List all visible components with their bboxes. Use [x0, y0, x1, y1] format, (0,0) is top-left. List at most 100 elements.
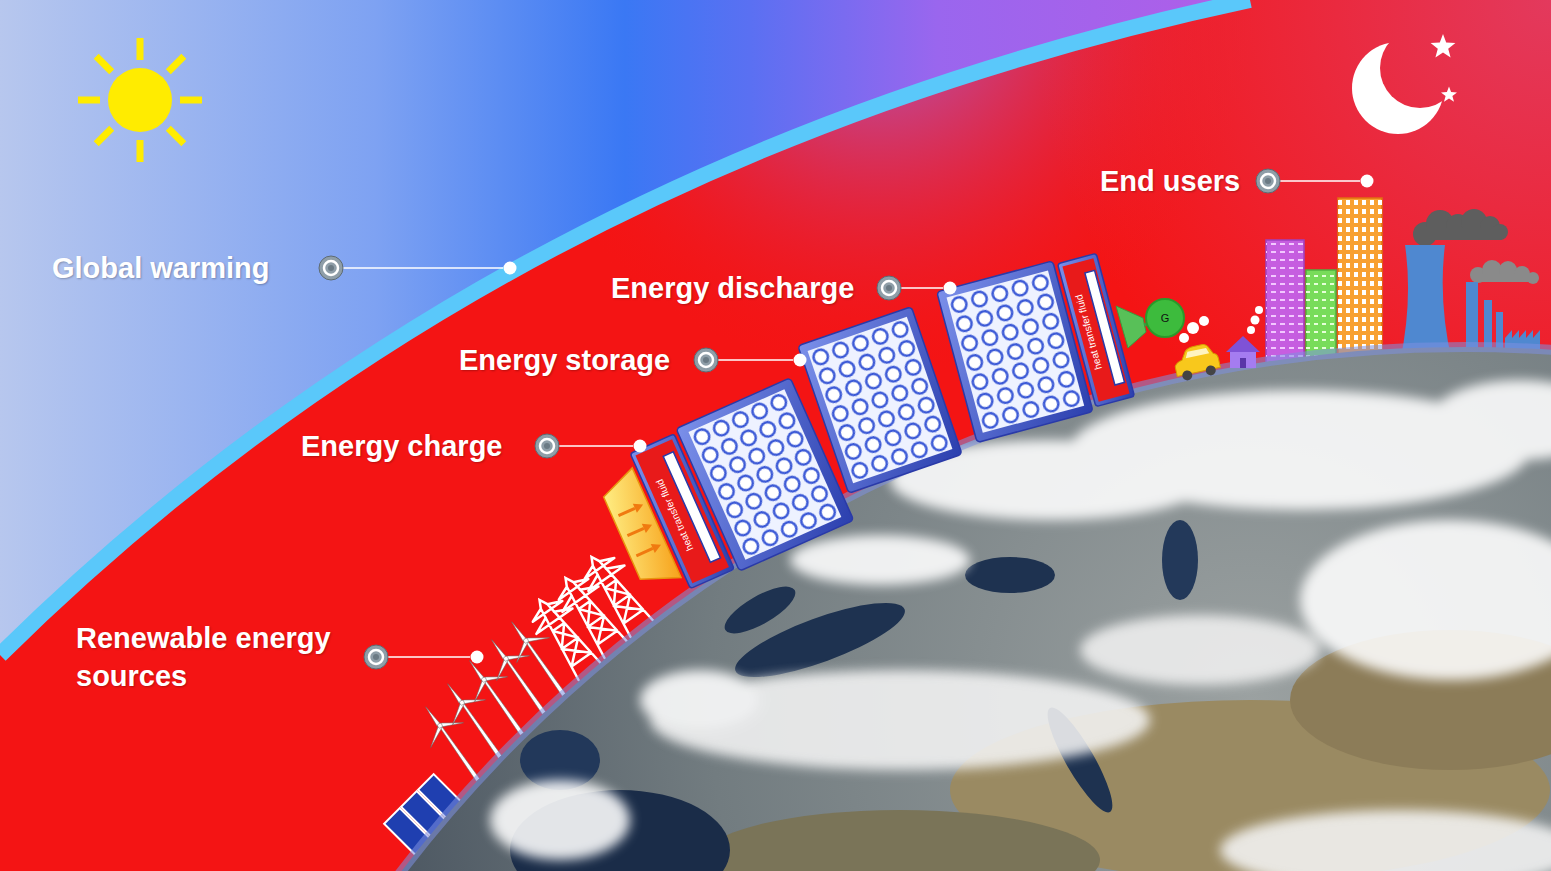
- clouds: [790, 535, 970, 585]
- callout-leader: [694, 348, 807, 372]
- car-icon: [1181, 369, 1193, 381]
- callout-leader: [324, 261, 338, 275]
- charge-unit: [651, 540, 663, 553]
- discharge-unit: [947, 270, 1085, 432]
- car-icon: [1184, 347, 1209, 358]
- callout-label: End users: [1100, 162, 1240, 200]
- callout-leader: [388, 656, 470, 658]
- fluid-label: heat transfer fluid: [1073, 293, 1105, 371]
- callout-leader: [319, 256, 517, 280]
- callout-leader: [794, 354, 807, 367]
- callout-leader: [369, 650, 383, 664]
- storage-unit: [798, 307, 962, 494]
- house-icon: [1226, 336, 1260, 352]
- clouds: [1430, 380, 1551, 460]
- charge-unit: [688, 389, 841, 560]
- callout-leader: [877, 276, 901, 300]
- turbine-generator: [1116, 306, 1146, 348]
- callout-leader: [634, 440, 647, 453]
- storage-unit: [808, 317, 953, 484]
- callout-leader: [703, 357, 709, 363]
- callout-leader: [1361, 175, 1374, 188]
- discharge-unit: [937, 249, 1136, 442]
- clouds: [1300, 520, 1551, 680]
- clouds: [640, 670, 760, 730]
- moon-icon: [1330, 20, 1480, 160]
- car-icon: [1172, 342, 1220, 377]
- callout-label: Energy charge: [301, 427, 502, 465]
- discharge-unit: [947, 270, 1085, 432]
- callout-leader: [535, 434, 647, 458]
- sun-icon: [78, 38, 202, 162]
- smoke-cloud: [1476, 274, 1536, 282]
- clouds: [490, 780, 630, 860]
- callout-leader: [364, 645, 484, 669]
- turbine-generator: [1116, 306, 1148, 348]
- moon-icon: [1330, 20, 1480, 160]
- house-icon: [1251, 316, 1260, 325]
- earth-globe: [700, 810, 1100, 871]
- callout-leader: [504, 262, 517, 275]
- callout-label: Global warming: [52, 249, 270, 287]
- storage-unit: [808, 317, 953, 484]
- callout-leader: [535, 434, 559, 458]
- callout-label: Energy discharge: [611, 269, 854, 307]
- callout-leader: [544, 443, 550, 449]
- storage-unit: [808, 317, 953, 484]
- clouds: [1220, 810, 1551, 871]
- fluid-label: heat transfer fluid: [654, 477, 696, 552]
- storage-unit: [798, 307, 962, 494]
- charge-unit: [688, 389, 841, 560]
- callout-leader: [540, 439, 554, 453]
- callout-leader: [1261, 174, 1275, 188]
- callout-leader: [559, 445, 633, 447]
- callout-leader: [471, 651, 484, 664]
- sun-icon: [108, 68, 172, 132]
- house-icon: [1230, 350, 1256, 368]
- clouds: [1080, 615, 1320, 685]
- callout-leader: [901, 287, 943, 289]
- house-icon: [1247, 326, 1255, 334]
- callout-leader: [1256, 169, 1280, 193]
- callout-leader: [877, 276, 957, 300]
- callout-leader: [1256, 169, 1374, 193]
- callout-leader: [1280, 180, 1360, 182]
- charge-unit: [642, 520, 654, 533]
- sun-icon: [78, 38, 202, 162]
- discharge-unit: [947, 270, 1085, 432]
- node-text: G: [1161, 312, 1170, 325]
- car-exhaust: [1187, 322, 1199, 334]
- charge-unit: [590, 378, 854, 610]
- discharge-unit: [1062, 258, 1129, 402]
- charge-unit: [633, 500, 645, 513]
- car-exhaust: [1199, 316, 1209, 326]
- callout-leader: [373, 654, 379, 660]
- power-plant: [1400, 209, 1540, 362]
- moon-icon: [1431, 34, 1456, 58]
- callout-leader: [694, 348, 718, 372]
- callout-leader: [886, 285, 892, 291]
- callout-leader: [364, 645, 388, 669]
- charge-unit: [688, 389, 841, 560]
- smoke-cloud: [1422, 228, 1502, 240]
- charge-unit: [618, 508, 652, 556]
- earth-globe: [1162, 520, 1198, 600]
- house-icon: [1226, 306, 1263, 368]
- callout-label: Renewable energy sources: [76, 619, 333, 695]
- moon-icon: [1441, 87, 1457, 102]
- house-icon: [1240, 358, 1246, 368]
- callout-leader: [882, 281, 896, 295]
- house-icon: [1255, 306, 1263, 314]
- callout-leader: [328, 265, 334, 271]
- callout-leader: [1265, 178, 1271, 184]
- callout-leader: [699, 353, 713, 367]
- callout-label: Energy storage: [459, 341, 670, 379]
- callout-leader: [944, 282, 957, 295]
- earth-globe: [718, 578, 801, 642]
- callout-leader: [319, 256, 343, 280]
